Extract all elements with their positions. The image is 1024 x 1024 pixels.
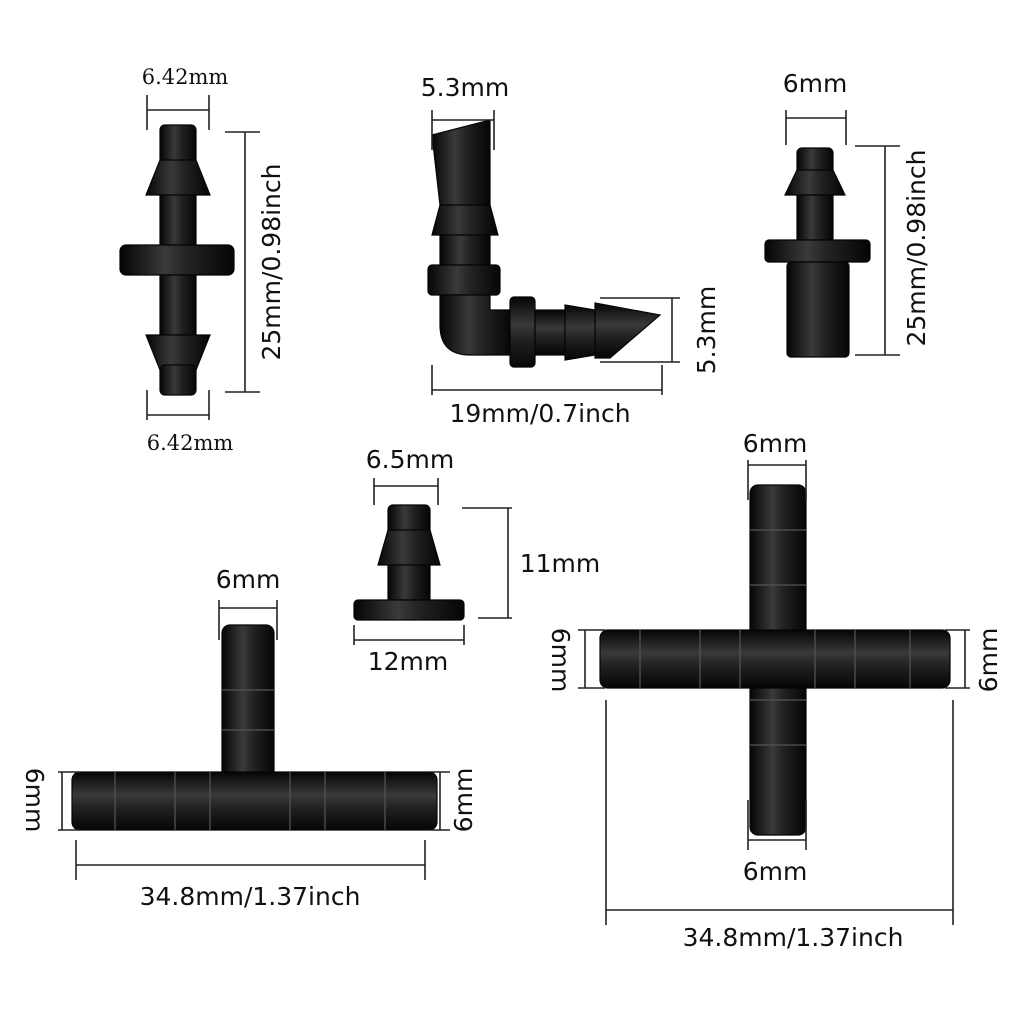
adapter-width-label: 6mm [783,69,848,98]
adapter-length-label: 25mm/0.98inch [902,150,931,347]
end-plug [353,478,512,645]
cross-bottom-width-label: 6mm [743,857,808,886]
plug-flange-label: 12mm [368,647,449,676]
tee-length-label: 34.8mm/1.37inch [140,882,361,911]
cross-top-width-label: 6mm [743,429,808,458]
elbow-span-label: 19mm/0.7inch [449,399,630,428]
straight-top-width-label: 6.42mm [142,65,229,89]
tee-left-width-label: 6mm [20,768,49,833]
plug-height-label: 11mm [520,549,601,578]
elbow-side-width-label: 5.3mm [692,286,721,374]
cross-right-width-label: 6mm [974,628,1003,693]
straight-connector [119,95,260,420]
cross-left-width-label: 6mm [546,628,575,693]
straight-bottom-width-label: 6.42mm [147,431,234,455]
tee-connector [58,600,450,880]
cross-length-label: 34.8mm/1.37inch [683,923,904,952]
tee-top-width-label: 6mm [216,565,281,594]
tee-right-width-label: 6mm [449,768,478,833]
elbow-connector [427,110,680,395]
straight-length-label: 25mm/0.98inch [257,164,286,361]
barbed-adapter [764,110,900,358]
cross-connector [578,460,970,925]
elbow-top-width-label: 5.3mm [421,73,509,102]
plug-width-label: 6.5mm [366,445,454,474]
